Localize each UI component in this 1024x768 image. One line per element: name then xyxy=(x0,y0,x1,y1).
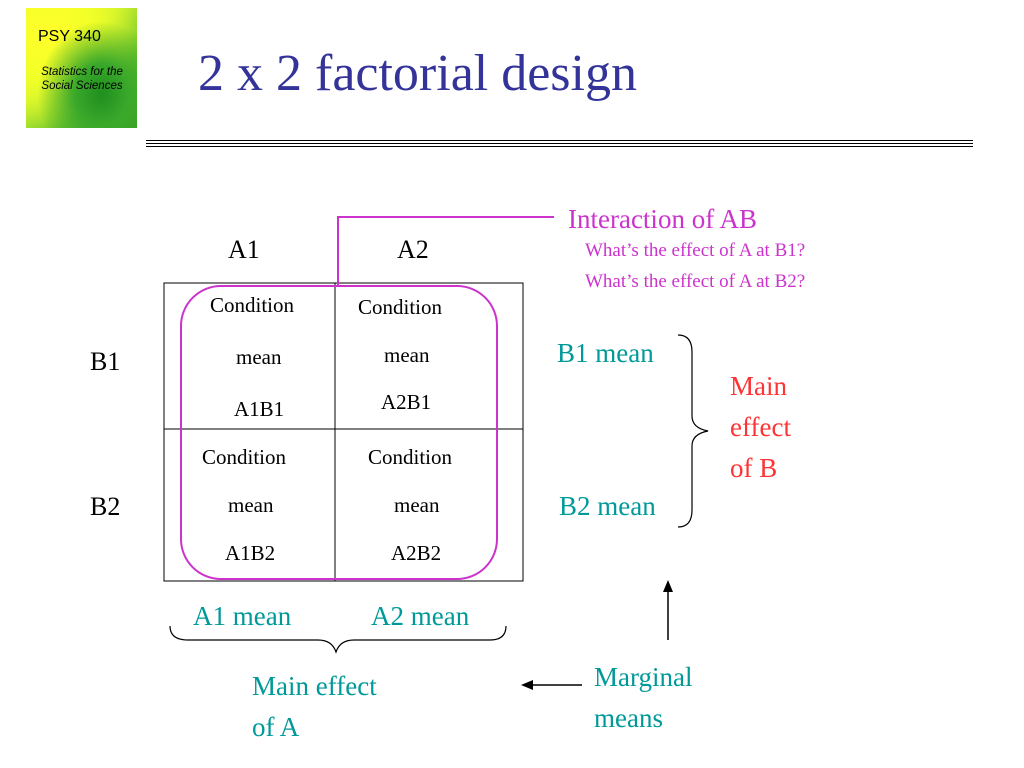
a2-mean-label: A2 mean xyxy=(371,601,470,631)
main-effect-b-line3: of B xyxy=(730,453,778,483)
main-effect-b-line1: Main xyxy=(730,371,787,401)
logo-subtitle: Statistics for the Social Sciences xyxy=(41,66,123,92)
cell-a1b2-line3: A1B2 xyxy=(225,541,276,565)
cell-a1b1-line3: A1B1 xyxy=(234,397,285,421)
cell-a2b1-line3: A2B1 xyxy=(381,390,432,414)
table-border xyxy=(163,282,524,582)
title-rule-3 xyxy=(146,146,973,147)
row-header-b2: B2 xyxy=(90,492,121,521)
a1-mean-label: A1 mean xyxy=(193,601,292,631)
interaction-label: Interaction of AB xyxy=(568,204,757,234)
interaction-box xyxy=(180,285,498,580)
marginal-means-line2: means xyxy=(594,703,663,733)
arrow-up-icon xyxy=(663,580,673,592)
interaction-leader xyxy=(337,216,554,286)
row-header-b1: B1 xyxy=(90,347,121,376)
cell-a2b2-line3: A2B2 xyxy=(391,541,442,565)
cell-a1b2-line2: mean xyxy=(228,493,274,517)
col-header-a1: A1 xyxy=(228,235,260,264)
marginal-means-line1: Marginal xyxy=(594,662,693,692)
cell-a1b1-line2: mean xyxy=(236,345,282,369)
main-effect-b-line2: effect xyxy=(730,412,791,442)
course-logo: PSY 340 Statistics for the Social Scienc… xyxy=(26,8,137,128)
main-effect-a-line1: Main effect xyxy=(252,671,377,701)
brace-main-effect-b xyxy=(677,334,709,528)
cell-a2b1-line2: mean xyxy=(384,343,430,367)
interaction-question-b1: What’s the effect of A at B1? xyxy=(585,240,806,261)
cell-a1b1-line1: Condition xyxy=(210,293,295,317)
title-rule-1 xyxy=(146,140,973,141)
interaction-question-b2: What’s the effect of A at B2? xyxy=(585,271,806,292)
cell-a2b2-line2: mean xyxy=(394,493,440,517)
cell-a2b1-line1: Condition xyxy=(358,295,443,319)
slide-title: 2 x 2 factorial design xyxy=(198,45,637,102)
cell-a2b2-line1: Condition xyxy=(368,445,453,469)
cell-a1b2-line1: Condition xyxy=(202,445,287,469)
logo-course: PSY 340 xyxy=(38,28,101,45)
b2-mean-label: B2 mean xyxy=(559,491,656,521)
main-effect-a-line2: of A xyxy=(252,712,300,742)
title-rule-2 xyxy=(146,143,973,144)
col-header-a2: A2 xyxy=(397,235,429,264)
b1-mean-label: B1 mean xyxy=(557,338,654,368)
brace-main-effect-a xyxy=(169,625,507,654)
arrow-left-icon xyxy=(521,680,533,690)
